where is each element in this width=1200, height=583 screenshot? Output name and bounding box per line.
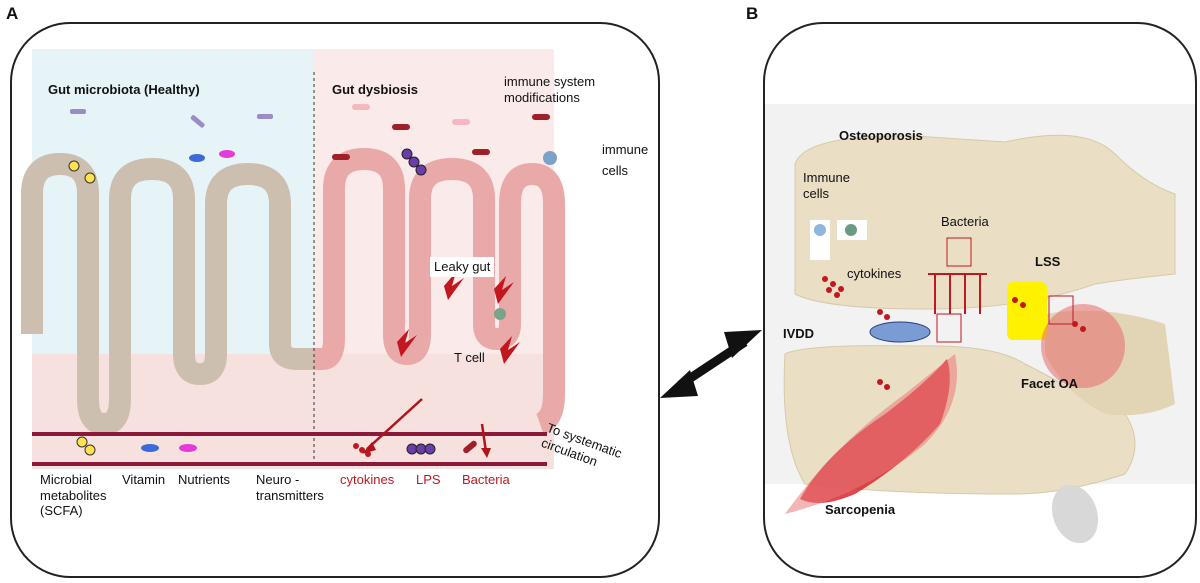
healthy-title: Gut microbiota (Healthy)	[48, 82, 200, 97]
healthy-microbes-icon	[68, 109, 273, 184]
healthy-villi	[21, 152, 314, 436]
panel-a: Gut microbiota (Healthy) Gut dysbiosis i…	[10, 22, 660, 578]
lss-label: LSS	[1035, 254, 1061, 269]
gut-illustration	[21, 49, 565, 469]
nutrients-label: Nutrients	[178, 472, 231, 487]
panel-b-letter: B	[746, 4, 759, 23]
spine-illustration	[765, 104, 1195, 544]
lss-highlight	[1007, 282, 1047, 340]
bacteria-b-label: Bacteria	[941, 214, 989, 229]
vitamin-label: Vitamin	[122, 472, 166, 487]
nerve-roots-icon	[928, 273, 987, 314]
panel-a-letter: A	[6, 4, 19, 23]
sarcopenia-label: Sarcopenia	[825, 502, 896, 517]
dysbiosis-title: Gut dysbiosis	[332, 82, 418, 97]
immune-cells-label: immune cells	[602, 142, 649, 178]
leak-arrow-icon	[397, 272, 520, 364]
immune-mod-label: immune system modifications	[504, 74, 596, 105]
neurotransmitters-label: Neuro - transmitters	[256, 472, 324, 503]
leaky-gut-label: Leaky gut	[430, 257, 495, 277]
osteoporosis-label: Osteoporosis	[839, 128, 923, 143]
lps-label: LPS	[416, 472, 441, 487]
dysbiosis-villi	[314, 147, 565, 435]
arrow-right-head-icon	[724, 330, 762, 358]
dysbiosis-microbes-icon	[332, 104, 557, 320]
arrow-left-head-icon	[660, 370, 698, 398]
microbial-metabolites-label: Microbial metabolites (SCFA)	[40, 472, 107, 519]
upper-vertebra	[794, 134, 1176, 310]
cytokines-label: cytokines	[340, 472, 395, 487]
facet-oa-highlight	[1041, 304, 1125, 388]
facet-oa-label: Facet OA	[1021, 376, 1079, 391]
t-cell-label: T cell	[454, 350, 485, 365]
cytokines-b-label: cytokines	[847, 266, 902, 281]
disc-ivdd	[869, 321, 931, 343]
ivdd-label: IVDD	[783, 326, 815, 341]
bacteria-label: Bacteria	[462, 472, 510, 487]
panel-b: Osteoporosis Immune cells Bacteria cytok…	[763, 22, 1197, 578]
immune-cells-b-label: Immune cells	[803, 170, 850, 201]
